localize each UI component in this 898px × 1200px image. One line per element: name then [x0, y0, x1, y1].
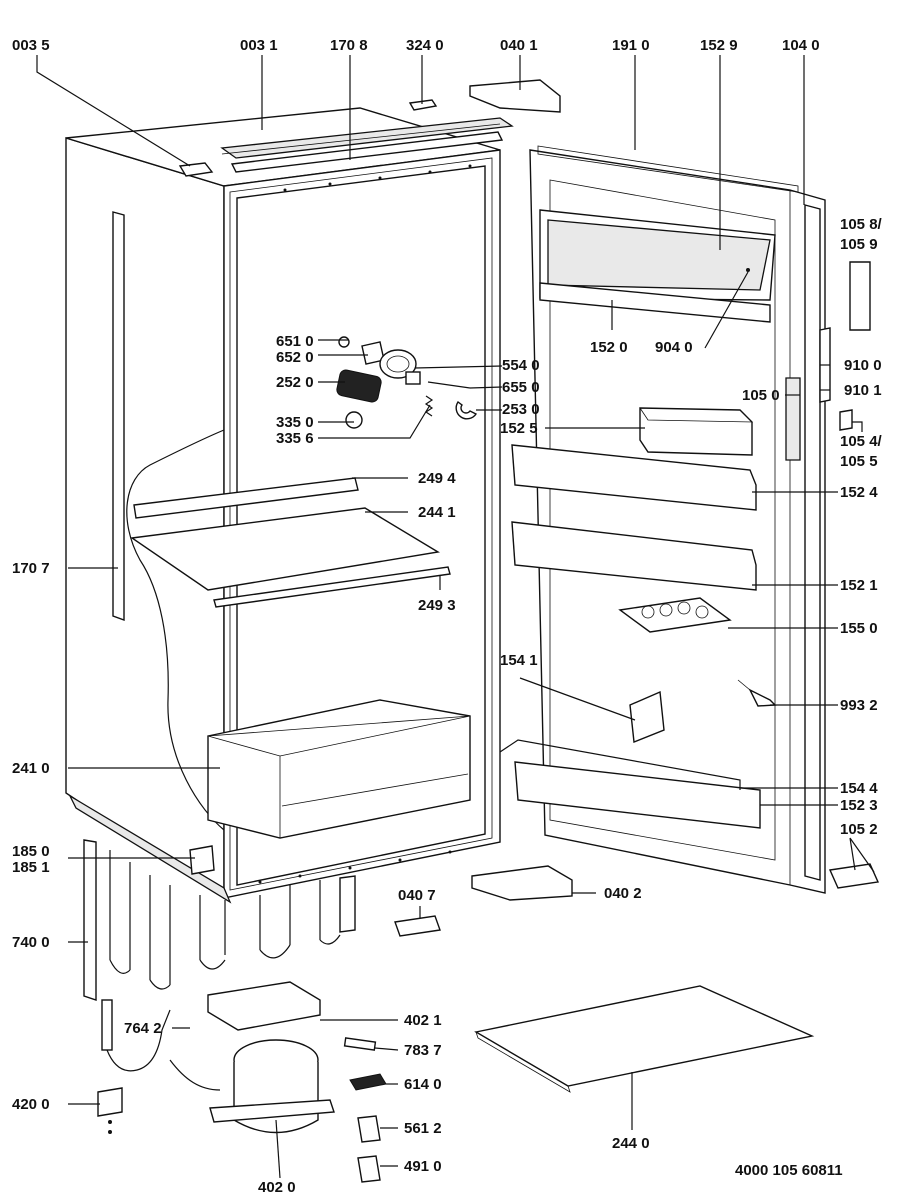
- label-1529: 152 9: [700, 37, 738, 54]
- label-9100: 910 0: [844, 357, 882, 374]
- frame-screws: [258, 164, 472, 884]
- label-1708: 170 8: [330, 37, 368, 54]
- label-6520: 652 0: [276, 349, 314, 366]
- label-6550: 655 0: [502, 379, 540, 396]
- label-1851: 185 1: [12, 859, 50, 876]
- label-9040: 904 0: [655, 339, 693, 356]
- label-1059: 105 9: [840, 236, 878, 253]
- label-0402: 040 2: [604, 885, 642, 902]
- label-1523: 152 3: [840, 797, 878, 814]
- label-2494: 249 4: [418, 470, 456, 487]
- label-4021: 402 1: [404, 1012, 442, 1029]
- label-0031: 003 1: [240, 37, 278, 54]
- shelf-and-drawer: [130, 477, 471, 839]
- label-3240: 324 0: [406, 37, 444, 54]
- condenser-coil: [83, 839, 356, 1001]
- label-9932: 993 2: [840, 697, 878, 714]
- label-9101: 910 1: [844, 382, 882, 399]
- label-2530: 253 0: [502, 401, 540, 418]
- label-2440: 244 0: [612, 1135, 650, 1152]
- label-4200: 420 0: [12, 1096, 50, 1113]
- control-parts: [336, 336, 478, 429]
- label-4020: 402 0: [258, 1179, 296, 1196]
- label-4910: 491 0: [404, 1158, 442, 1175]
- label-5612: 561 2: [404, 1120, 442, 1137]
- label-5540: 554 0: [502, 357, 540, 374]
- leader-lines: [36, 55, 875, 1179]
- label-1054: 105 4/: [840, 433, 883, 450]
- label-6140: 614 0: [404, 1076, 442, 1093]
- label-2410: 241 0: [12, 760, 50, 777]
- label-3350: 335 0: [276, 414, 314, 431]
- label-1525: 152 5: [500, 420, 538, 437]
- label-1707: 170 7: [12, 560, 50, 577]
- label-2441: 244 1: [418, 504, 456, 521]
- label-1850: 185 0: [12, 843, 50, 860]
- label-1040: 104 0: [782, 37, 820, 54]
- label-1910: 191 0: [612, 37, 650, 54]
- label-1520: 152 0: [590, 339, 628, 356]
- label-1544: 154 4: [840, 780, 878, 797]
- label-1052: 105 2: [840, 821, 878, 838]
- label-1050: 105 0: [742, 387, 780, 404]
- label-7837: 783 7: [404, 1042, 442, 1059]
- label-1541: 154 1: [500, 652, 538, 669]
- label-7642: 764 2: [124, 1020, 162, 1037]
- label-3356: 335 6: [276, 430, 314, 447]
- label-0401: 040 1: [500, 37, 538, 54]
- label-6510: 651 0: [276, 333, 314, 350]
- door: [499, 145, 880, 894]
- label-1524: 152 4: [840, 484, 878, 501]
- hinges-and-bottom-parts: [97, 79, 815, 1183]
- label-7400: 740 0: [12, 934, 50, 951]
- label-2520: 252 0: [276, 374, 314, 391]
- label-1521: 152 1: [840, 577, 878, 594]
- label-1058: 105 8/: [840, 216, 883, 233]
- label-0407: 040 7: [398, 887, 436, 904]
- label-2493: 249 3: [418, 597, 456, 614]
- part-labels: 003 5 003 1 170 8 324 0 040 1 191 0 152 …: [12, 37, 883, 1196]
- label-1055: 105 5: [840, 453, 878, 470]
- label-0035: 003 5: [12, 37, 50, 54]
- drawing-number: 4000 105 60811: [735, 1162, 843, 1179]
- label-1550: 155 0: [840, 620, 878, 637]
